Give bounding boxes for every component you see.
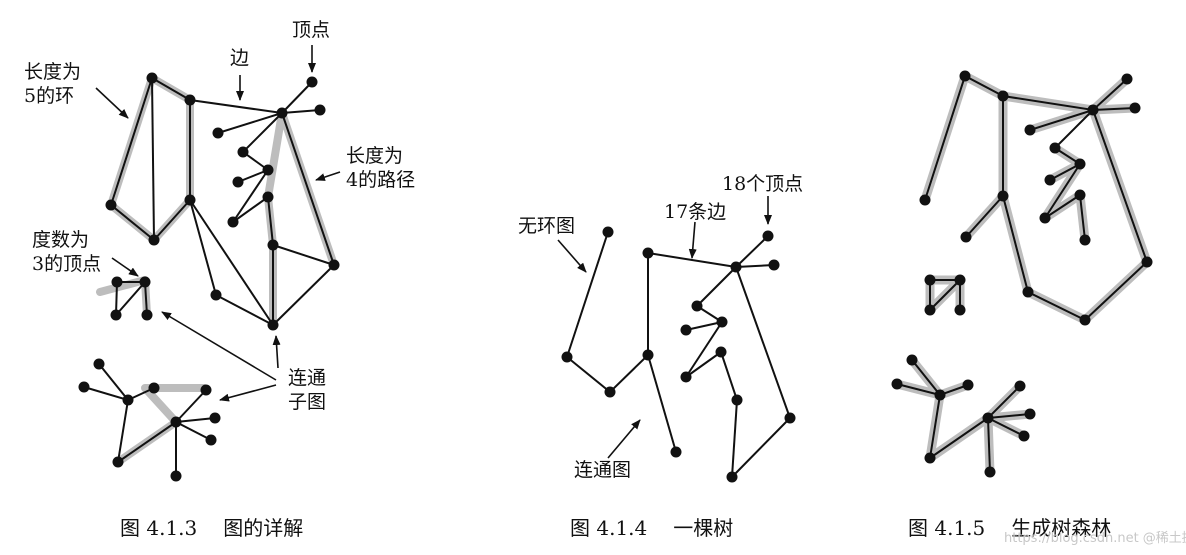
label-subgraph-line1: 连通 (288, 367, 327, 389)
label-degree-line1: 度数为 (32, 229, 90, 251)
label-vertex: 顶点 (292, 19, 331, 41)
label-cycle-line1: 长度为 (24, 61, 82, 83)
figure-spanning-forest (891, 70, 1153, 478)
annotation-arrows-fig1 (95, 45, 341, 402)
caption-title: 一棵树 (673, 516, 734, 540)
label-vertex-count: 18个顶点 (722, 173, 804, 195)
label-acyclic: 无环图 (518, 215, 576, 237)
label-subgraph-line2: 子图 (288, 391, 327, 413)
tree-edges (566, 231, 791, 478)
label-path-line2: 4的路径 (346, 169, 416, 191)
caption-fig-4-1-5: 图 4.1.5 生成树森林 (908, 512, 1111, 541)
caption-number: 图 4.1.5 (908, 516, 986, 540)
tree-vertices (561, 226, 796, 483)
forest-vertices (891, 70, 1153, 478)
label-edge-count: 17条边 (664, 201, 727, 223)
figure-graph-details (78, 45, 341, 482)
label-edge: 边 (230, 47, 250, 69)
graph-edges (83, 77, 335, 476)
caption-title: 生成树森林 (1011, 516, 1112, 540)
caption-title: 图的详解 (223, 516, 304, 540)
label-degree-line2: 3的顶点 (32, 253, 102, 275)
figure-tree (557, 196, 796, 483)
caption-fig-4-1-3: 图 4.1.3 图的详解 (120, 512, 303, 541)
forest-highlight (892, 71, 1152, 477)
caption-number: 图 4.1.4 (570, 516, 648, 540)
graph-vertices (78, 72, 340, 482)
caption-fig-4-1-4: 图 4.1.4 一棵树 (570, 512, 733, 541)
label-path-line1: 长度为 (346, 145, 404, 167)
caption-number: 图 4.1.3 (120, 516, 198, 540)
annotation-arrows-fig2 (557, 196, 772, 459)
watermark: https://blog.csdn.net @稀土掘金技术社区 (1004, 531, 1186, 546)
label-connected: 连通图 (574, 459, 632, 481)
label-cycle-line2: 5的环 (24, 85, 75, 107)
